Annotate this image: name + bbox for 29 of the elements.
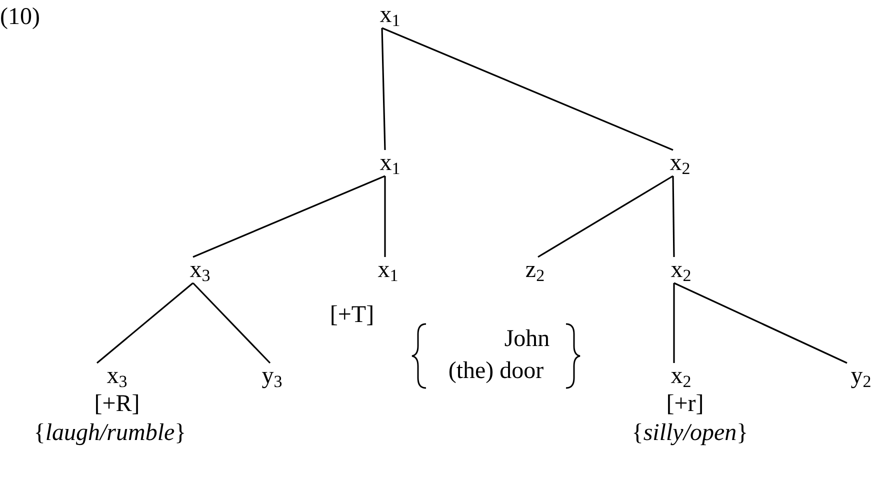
node-annotation: {laugh/rumble} (34, 420, 186, 446)
tree-node-label: x$_{3}$ (106, 363, 128, 389)
tree-branch (192, 175, 386, 258)
tree-branch (192, 282, 271, 364)
tree-branch (538, 175, 674, 258)
tree-node-label: x$_{1}$ (380, 2, 400, 28)
tree-branch (382, 27, 674, 151)
tree-branch (381, 28, 386, 150)
tree-node-label: y$_{3}$ (262, 363, 282, 389)
tree-branch (384, 176, 386, 257)
tree-node-label: y$_{2}$ (850, 363, 872, 389)
tree-node-label: x$_{1}$ (380, 150, 400, 176)
tree-node-label: x$_{2}$ (670, 257, 692, 283)
node-annotation: {silly/open} (632, 420, 748, 446)
tree-branch (674, 282, 848, 364)
node-annotation: [+r] (666, 391, 704, 417)
tree-branch (96, 282, 194, 364)
tree-node-label: x$_{1}$ (378, 257, 398, 283)
example-number: (10) (0, 4, 40, 30)
node-annotation: [+R] (94, 391, 140, 417)
tree-node-label: z$_{2}$ (525, 257, 545, 283)
node-annotation: [+T] (330, 302, 374, 328)
tree-node-label: x$_{2}$ (670, 150, 690, 176)
tree-node-label: x$_{2}$ (670, 363, 692, 389)
node-annotation: (the) door (448, 358, 544, 384)
node-annotation: John (504, 326, 550, 352)
tree-branch (672, 176, 675, 258)
tree-branch (673, 283, 675, 363)
tree-node-label: x$_{3}$ (190, 257, 210, 283)
